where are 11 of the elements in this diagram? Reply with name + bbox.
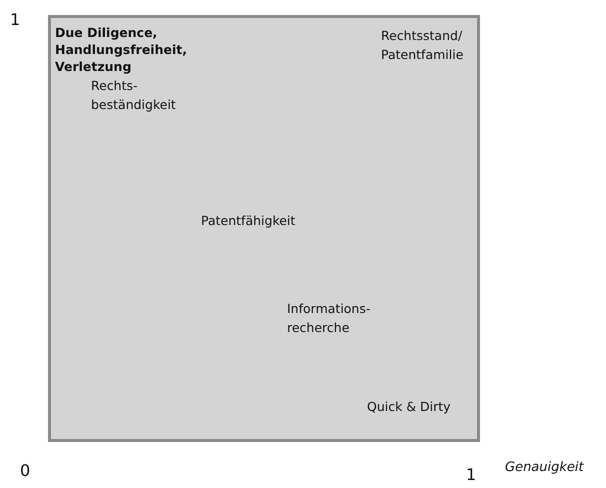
quadrant-label: Due Diligence, Handlungsfreiheit, Verletzung — [55, 24, 188, 75]
quadrant-label: Quick & Dirty — [367, 398, 452, 416]
axis-tick-label: 1 — [10, 10, 20, 29]
quadrant-label: Patentfähigkeit — [201, 212, 296, 230]
plot-area — [48, 15, 480, 442]
quadrant-label: Rechtsstand/ Patentfamilie — [381, 27, 464, 64]
quadrant-label: Rechts- beständigkeit — [91, 77, 177, 114]
axis-tick-label: 1 — [466, 465, 476, 484]
axis-tick-label: 0 — [20, 461, 30, 480]
quadrant-label: Informations- recherche — [287, 300, 372, 337]
axis-title: Genauigkeit — [505, 460, 584, 475]
